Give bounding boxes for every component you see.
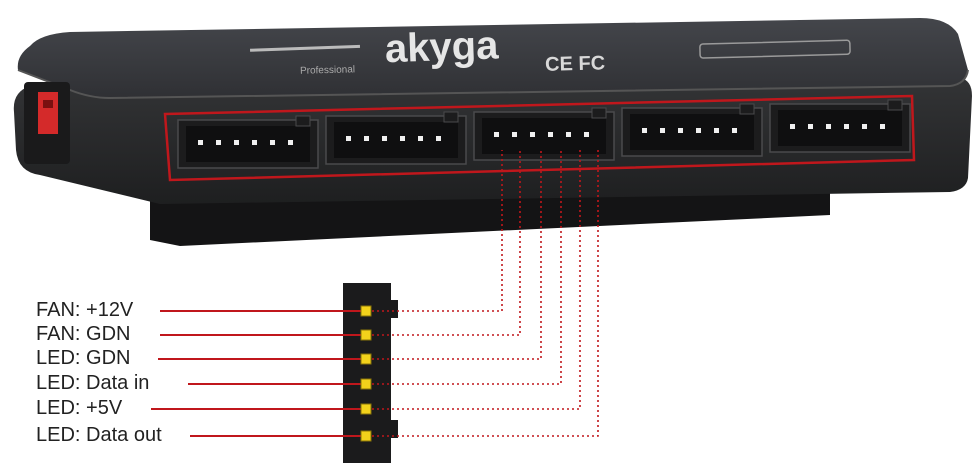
header-pin — [360, 378, 372, 390]
red-port-slot — [43, 100, 53, 108]
connector-pin — [198, 140, 203, 145]
connector-pin — [566, 132, 571, 137]
pin-label: LED: Data in — [36, 372, 150, 394]
header-pin — [360, 353, 372, 365]
connector-pin — [270, 140, 275, 145]
connector-latch — [591, 107, 607, 119]
device-top-face — [17, 18, 968, 98]
connector-pin — [642, 128, 647, 133]
header-pin — [360, 329, 372, 341]
connector-pin — [364, 136, 369, 141]
pin-label: LED: +5V — [36, 397, 123, 419]
brand-logo: akyga — [384, 23, 500, 71]
wire-group — [151, 150, 599, 437]
pin-trace — [372, 150, 542, 360]
connector-pin — [216, 140, 221, 145]
connector-latch — [887, 99, 903, 111]
certification-marks: CE FC — [545, 52, 606, 76]
pin-trace — [372, 150, 581, 410]
connector-pin — [418, 136, 423, 141]
connector-pin — [714, 128, 719, 133]
connector-highlight-frame — [163, 94, 916, 182]
red-power-port — [38, 92, 58, 134]
pin-group — [360, 305, 372, 442]
connector-pin — [696, 128, 701, 133]
device-top-edge — [17, 69, 969, 100]
connector-pin — [400, 136, 405, 141]
connector-pin — [844, 124, 849, 129]
connector-pin — [494, 132, 499, 137]
connector-pin — [808, 124, 813, 129]
pin-trace — [372, 150, 599, 437]
connector-latch — [295, 115, 311, 127]
connector-pin — [530, 132, 535, 137]
connector-pin — [512, 132, 517, 137]
connector-row — [177, 99, 911, 169]
connector-pin — [252, 140, 257, 145]
pin-trace — [372, 150, 521, 336]
pin-label: FAN: GDN — [36, 323, 131, 345]
connector-pin — [862, 124, 867, 129]
connector-pin — [548, 132, 553, 137]
connector-pin — [288, 140, 293, 145]
connector-pin — [382, 136, 387, 141]
pin-trace — [372, 150, 503, 312]
label-plate — [699, 39, 851, 59]
connector-pin — [826, 124, 831, 129]
pin-header-notch-bottom — [378, 420, 398, 438]
device-base — [150, 190, 830, 246]
connector-pin — [346, 136, 351, 141]
pin-label: LED: Data out — [36, 424, 162, 446]
header-pin — [360, 305, 372, 317]
connector-latch — [739, 103, 755, 115]
top-accent-line — [249, 44, 361, 52]
pin-label: FAN: +12V — [36, 299, 134, 321]
pin-trace — [372, 150, 562, 385]
connector-pin — [678, 128, 683, 133]
connector-pin — [436, 136, 441, 141]
pin-label: LED: GDN — [36, 347, 131, 369]
connector-pin — [660, 128, 665, 133]
connector-pin — [234, 140, 239, 145]
connector-pin — [584, 132, 589, 137]
pin-header-notch — [378, 300, 398, 318]
header-pin — [360, 403, 372, 415]
connector-pin — [732, 128, 737, 133]
connector-pin — [790, 124, 795, 129]
header-pin — [360, 430, 372, 442]
device-subtitle: Professional — [300, 64, 355, 76]
connector-latch — [443, 111, 459, 123]
connector-pin — [880, 124, 885, 129]
